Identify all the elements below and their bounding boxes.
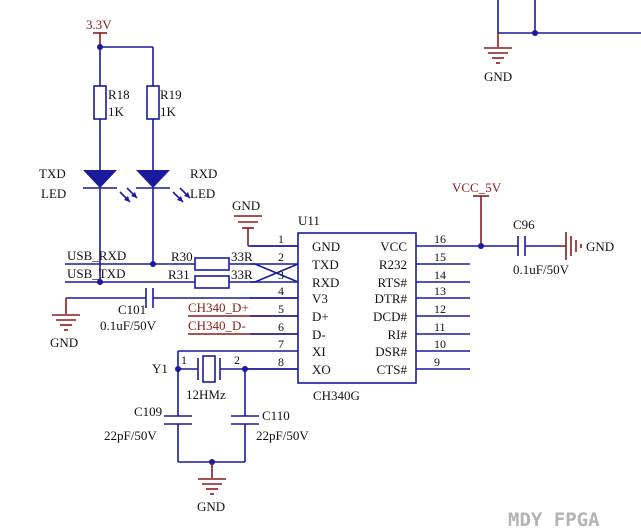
u11-ref: U11 <box>298 213 320 228</box>
c101-value: 0.1uF/50V <box>100 318 157 333</box>
v33-label: 3.3V <box>86 17 112 32</box>
pin-num-3: 3 <box>278 268 284 282</box>
pin-num-6: 6 <box>278 320 284 334</box>
y1-pin2: 2 <box>234 353 240 367</box>
gnd-label: GND <box>586 239 614 254</box>
rxd-led-label-1: RXD <box>190 166 217 181</box>
ic-body <box>297 232 417 384</box>
pin-name-cts: CTS# <box>377 362 408 377</box>
y1-crystal <box>202 355 216 383</box>
r31-resistor <box>194 275 230 289</box>
c110-value: 22pF/50V <box>256 428 309 443</box>
r18-ref: R18 <box>108 87 130 102</box>
pin-num-2: 2 <box>278 250 284 264</box>
rxd-led <box>136 170 191 203</box>
pin1-ground: GND <box>232 198 298 247</box>
gnd-label: GND <box>197 499 225 514</box>
vcc-decoupling: VCC_5V C96 0.1uF/50V GND <box>452 180 614 277</box>
y1-ref: Y1 <box>152 361 168 376</box>
dm-net-label: CH340_D- <box>188 318 246 333</box>
crystal-circuit: Y1 1 2 12HMz C109 22pF/50V C110 22pF/50V… <box>104 350 309 514</box>
pin-name-v3: V3 <box>312 291 328 306</box>
pin-name-xi: XI <box>312 344 326 359</box>
pin-name-dtr: DTR# <box>375 291 408 306</box>
pin-num-11: 11 <box>434 320 446 334</box>
pin-num-10: 10 <box>434 337 446 351</box>
pin-name-rts: RTS# <box>377 275 407 290</box>
txd-led-label-2: LED <box>41 186 66 201</box>
ch340g-ic: U11 CH340G 1 2 3 4 5 6 7 8 GND TXD RXD V… <box>245 213 470 403</box>
rxd-led-label-2: LED <box>190 186 215 201</box>
txd-led <box>83 170 138 203</box>
pin-num-9: 9 <box>434 355 440 369</box>
r30-resistor <box>194 257 230 271</box>
dp-net-label: CH340_D+ <box>188 300 249 315</box>
pin-num-7: 7 <box>278 337 284 351</box>
pin-name-dcd: DCD# <box>373 309 407 324</box>
c101-ref: C101 <box>118 302 146 317</box>
pin-name-dp: D+ <box>312 309 329 324</box>
gnd-label: GND <box>232 198 260 213</box>
pin-name-gnd: GND <box>312 239 340 254</box>
c101-capacitor-group: GND C101 0.1uF/50V <box>50 288 298 350</box>
c96-ref: C96 <box>513 217 535 232</box>
r31-ref: R31 <box>168 267 190 282</box>
pin-name-dsr: DSR# <box>375 344 407 359</box>
y1-pin1: 1 <box>181 353 187 367</box>
r31-value: 33R <box>231 267 253 282</box>
gnd-label: GND <box>50 335 78 350</box>
pin-num-4: 4 <box>278 284 284 298</box>
serial-nets: USB_RXD USB_TXD R30 33R R31 33R <box>65 248 299 289</box>
r19-resistor <box>146 85 160 120</box>
usb-rxd-label: USB_RXD <box>67 248 126 263</box>
y1-value: 12HMz <box>186 387 226 402</box>
pin-num-13: 13 <box>434 284 446 298</box>
pin-name-txd: TXD <box>312 257 339 272</box>
watermark: MDY FPGA <box>508 509 600 531</box>
pin-num-1: 1 <box>278 232 284 246</box>
pin-name-xo: XO <box>312 362 331 377</box>
r18-value: 1K <box>108 104 125 119</box>
c109-ref: C109 <box>134 404 162 419</box>
c109-value: 22pF/50V <box>104 428 157 443</box>
pin-num-16: 16 <box>434 232 446 246</box>
pin-name-dm: D- <box>312 327 326 342</box>
ground-symbol <box>484 47 512 64</box>
txd-led-label-1: TXD <box>39 166 66 181</box>
pin-name-vcc: VCC <box>380 239 407 254</box>
pin-num-15: 15 <box>434 250 446 264</box>
ic-part: CH340G <box>313 388 360 403</box>
gnd-label: GND <box>484 69 512 84</box>
pin-num-14: 14 <box>434 268 446 282</box>
r30-ref: R30 <box>171 249 193 264</box>
pin-name-ri: RI# <box>388 327 408 342</box>
r30-value: 33R <box>231 249 253 264</box>
c110-ref: C110 <box>262 408 290 423</box>
pin-num-8: 8 <box>278 355 284 369</box>
r18-resistor <box>93 85 107 120</box>
r19-ref: R19 <box>160 87 182 102</box>
top-right-fragment: GND <box>484 0 641 84</box>
vcc5v-label: VCC_5V <box>452 180 502 195</box>
pin-name-rxd: RXD <box>312 275 339 290</box>
pin-name-r232: R232 <box>379 257 407 272</box>
c96-value: 0.1uF/50V <box>513 262 570 277</box>
pin-num-12: 12 <box>434 302 446 316</box>
usb-txd-label: USB_TXD <box>67 266 126 281</box>
pin-num-5: 5 <box>278 302 284 316</box>
led-branches: 3.3V R18 1K R19 1K TXD LED <box>39 17 217 282</box>
r19-value: 1K <box>160 104 177 119</box>
